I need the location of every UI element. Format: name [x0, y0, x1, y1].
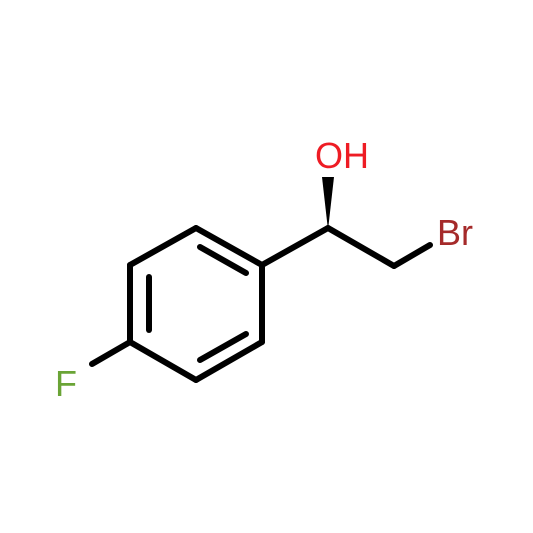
- ring-double-bond-top: [197, 244, 249, 276]
- fluorine-label: F: [55, 363, 77, 404]
- bond-carbinol-to-ch2: [325, 225, 397, 269]
- ring-bond-bottom-right: [193, 339, 265, 383]
- ring-bond-top-left: [127, 225, 199, 268]
- bromine-label: Br: [437, 212, 473, 253]
- ring-bond-bottom-left: [127, 339, 199, 383]
- hydroxyl-label: OH: [315, 135, 369, 176]
- bond-ch2-to-bromine: [391, 242, 433, 269]
- benzene-ring: [127, 225, 265, 383]
- bond-ring-to-carbinol: [259, 225, 331, 268]
- bond-ring-to-fluorine: [89, 339, 133, 367]
- wedge-bond-to-hydroxyl: [322, 177, 334, 230]
- ring-bond-top-right: [193, 225, 265, 268]
- ring-double-bond-bottom: [197, 331, 249, 363]
